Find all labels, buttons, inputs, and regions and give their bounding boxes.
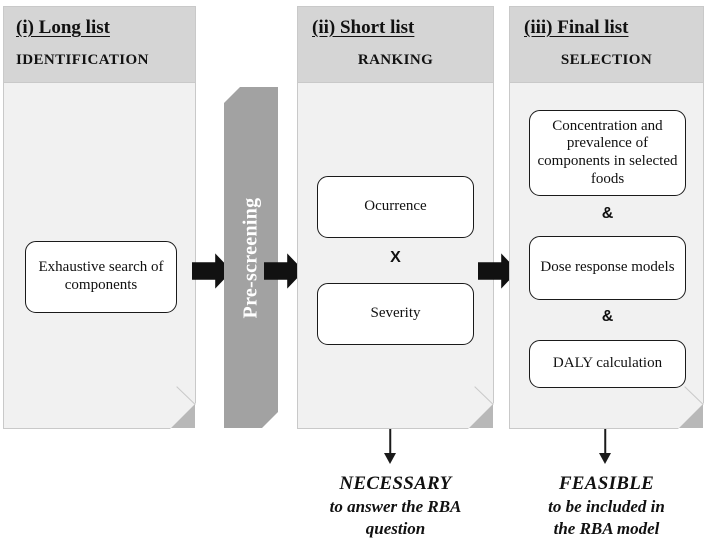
box-concentration-prevalence: Concentration and prevalence of componen… — [529, 110, 686, 196]
caption-feasible-line2: the RBA model — [553, 519, 660, 539]
caption-feasible-headline: FEASIBLE — [558, 473, 655, 494]
caption-feasible: FEASIBLE to be included in the RBA model — [509, 472, 704, 540]
down-arrow-final-list-icon — [598, 429, 612, 467]
box-severity: Severity — [317, 283, 474, 345]
box-daly-calculation: DALY calculation — [529, 340, 686, 388]
caption-feasible-line1: to be included in — [548, 497, 665, 517]
panel-final-list-fold — [679, 404, 703, 428]
panel-short-list-subtitle: RANKING — [357, 52, 434, 68]
panel-short-list-fold — [469, 404, 493, 428]
down-arrow-stem — [604, 429, 606, 455]
panel-short-list-title: (ii) Short list — [312, 17, 415, 38]
caption-necessary-line1: to answer the RBA — [329, 497, 462, 517]
panel-final-list-subtitle: SELECTION — [560, 52, 653, 68]
down-arrow-head — [384, 453, 396, 464]
operator-and-1: & — [601, 205, 614, 222]
panel-long-list: (i) Long list IDENTIFICATION — [3, 6, 196, 429]
box-exhaustive-search: Exhaustive search of components — [25, 241, 177, 313]
panel-long-list-title: (i) Long list — [16, 17, 110, 38]
down-arrow-stem — [389, 429, 391, 455]
band-pre-screening-label: Pre-screening — [239, 197, 262, 318]
down-arrow-short-list-icon — [383, 429, 397, 467]
operator-multiply: X — [390, 249, 401, 266]
caption-necessary-line2: question — [365, 519, 426, 539]
operator-and-2: & — [601, 308, 614, 325]
panel-short-list-header: (ii) Short list RANKING — [298, 7, 493, 83]
caption-necessary: NECESSARY to answer the RBA question — [297, 472, 494, 540]
panel-long-list-fold — [171, 404, 195, 428]
caption-necessary-headline: NECESSARY — [339, 473, 452, 494]
down-arrow-head — [599, 453, 611, 464]
panel-long-list-subtitle: IDENTIFICATION — [16, 52, 149, 68]
panel-final-list-header: (iii) Final list SELECTION — [510, 7, 703, 83]
panel-final-list-title: (iii) Final list — [524, 17, 629, 38]
box-ocurrence: Ocurrence — [317, 176, 474, 238]
box-dose-response-models: Dose response models — [529, 236, 686, 300]
band-pre-screening: Pre-screening — [224, 87, 278, 428]
panel-long-list-header: (i) Long list IDENTIFICATION — [4, 7, 195, 83]
